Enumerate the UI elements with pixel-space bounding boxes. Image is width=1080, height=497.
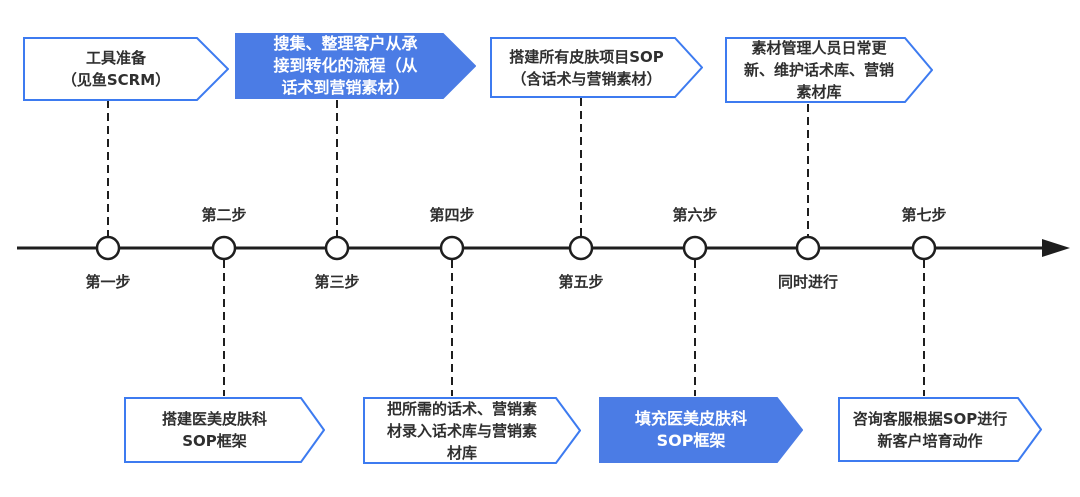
top-box-3-label: 搭建所有皮肤项目SOP （含话术与营销素材） bbox=[509, 47, 664, 88]
step-label-parallel: 同时进行 bbox=[777, 273, 839, 291]
timeline-node-4 bbox=[439, 235, 465, 261]
bottom-box-3-label: 填充医美皮肤科 SOP框架 bbox=[634, 409, 747, 450]
timeline-node-2 bbox=[211, 235, 237, 261]
top-box-2: 搜集、整理客户从承 接到转化的流程（从 话术到营销素材） bbox=[235, 33, 476, 99]
arrow-pentagon-shape bbox=[235, 33, 476, 99]
step-label-2: 第二步 bbox=[201, 206, 247, 224]
top-box-1: 工具准备 （见鱼SCRM） bbox=[23, 37, 229, 101]
bottom-box-2-label: 把所需的话术、营销素 材录入话术库与营销素 材库 bbox=[386, 399, 537, 462]
bottom-box-1: 搭建医美皮肤科 SOP框架 bbox=[124, 397, 325, 463]
top-box-1-label: 工具准备 （见鱼SCRM） bbox=[61, 49, 171, 89]
timeline-arrowhead-icon bbox=[1042, 239, 1070, 257]
step-label-3: 第三步 bbox=[314, 273, 360, 291]
arrow-pentagon-shape bbox=[725, 37, 933, 103]
top-box-4-label: 素材管理人员日常更 新、维护话术库、营销 素材库 bbox=[743, 39, 894, 101]
timeline-node-5 bbox=[568, 235, 594, 261]
timeline-node-7 bbox=[795, 235, 821, 261]
step-label-1: 第一步 bbox=[85, 273, 131, 291]
step-label-6: 第六步 bbox=[672, 206, 718, 224]
step-label-7: 第七步 bbox=[901, 206, 947, 224]
timeline-node-6 bbox=[682, 235, 708, 261]
arrow-pentagon-shape bbox=[363, 397, 581, 464]
arrow-pentagon-shape bbox=[599, 397, 803, 463]
timeline-nodes bbox=[95, 235, 937, 261]
arrow-pentagon-shape bbox=[490, 37, 703, 98]
timeline-node-3 bbox=[324, 235, 350, 261]
timeline-node-1 bbox=[95, 235, 121, 261]
bottom-box-3: 填充医美皮肤科 SOP框架 bbox=[599, 397, 803, 463]
arrow-pentagon-shape bbox=[23, 37, 229, 101]
top-box-4: 素材管理人员日常更 新、维护话术库、营销 素材库 bbox=[725, 37, 933, 103]
timeline-node-8 bbox=[911, 235, 937, 261]
step-label-4: 第四步 bbox=[429, 206, 475, 224]
top-box-3: 搭建所有皮肤项目SOP （含话术与营销素材） bbox=[490, 37, 703, 98]
step-label-5: 第五步 bbox=[558, 273, 604, 291]
top-box-2-label: 搜集、整理客户从承 接到转化的流程（从 话术到营销素材） bbox=[273, 34, 418, 97]
bottom-box-4-label: 咨询客服根据SOP进行 新客户培育动作 bbox=[852, 409, 1008, 450]
bottom-box-1-label: 搭建医美皮肤科 SOP框架 bbox=[161, 410, 267, 450]
arrow-pentagon-shape bbox=[124, 397, 325, 463]
connector-dashed-lines bbox=[107, 98, 925, 396]
arrow-pentagon-shape bbox=[838, 397, 1042, 462]
bottom-box-4: 咨询客服根据SOP进行 新客户培育动作 bbox=[838, 397, 1042, 462]
bottom-box-2: 把所需的话术、营销素 材录入话术库与营销素 材库 bbox=[363, 397, 581, 464]
